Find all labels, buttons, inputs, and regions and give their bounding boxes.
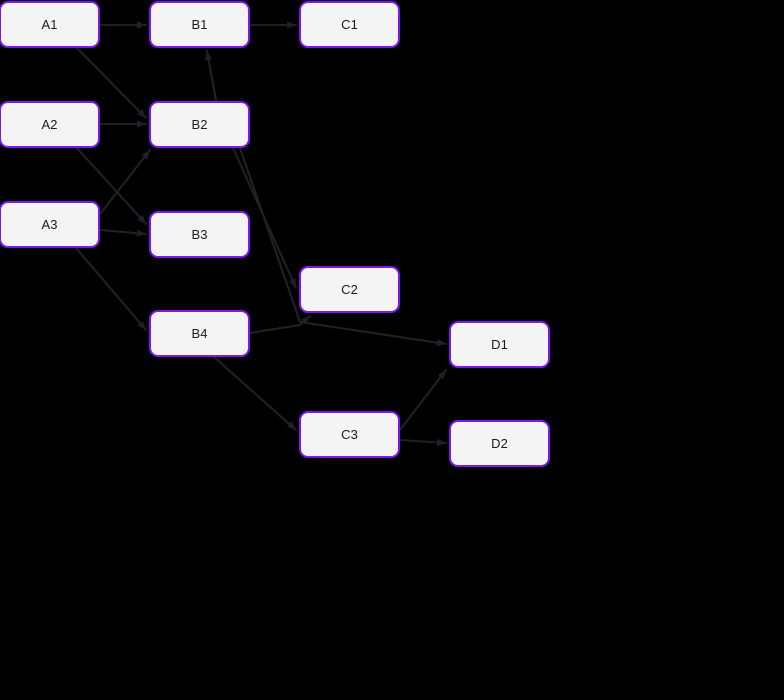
node-label-a3: A3 [41, 217, 58, 232]
node-b4[interactable]: B4 [149, 310, 250, 357]
node-b2[interactable]: B2 [149, 101, 250, 148]
edge-a3-to-b4 [74, 246, 148, 332]
arrowhead-c3-to-d1 [437, 370, 446, 380]
edge-a2-to-b3 [74, 145, 148, 226]
edge-b4-to-c3 [212, 355, 298, 432]
node-c3[interactable]: C3 [299, 411, 400, 458]
node-label-c1: C1 [341, 17, 358, 32]
node-a1[interactable]: A1 [0, 1, 100, 48]
node-label-c2: C2 [341, 282, 358, 297]
arrowhead-a1-to-b1 [137, 21, 146, 29]
node-d2[interactable]: D2 [449, 420, 550, 467]
node-label-b4: B4 [191, 326, 208, 341]
arrowhead-c3-to-d2 [436, 438, 446, 446]
node-label-c3: C3 [341, 427, 358, 442]
node-label-b1: B1 [191, 17, 208, 32]
node-label-b2: B2 [191, 117, 208, 132]
node-label-b3: B3 [191, 227, 208, 242]
arrowhead-a3-to-b3 [136, 229, 146, 237]
arrowhead-b2-to-d1 [436, 339, 446, 347]
arrowhead-b1-to-c1 [287, 21, 296, 29]
node-d1[interactable]: D1 [449, 321, 550, 368]
node-a2[interactable]: A2 [0, 101, 100, 148]
edge-b2-to-d1 [238, 146, 448, 346]
arrowhead-a2-to-b3 [137, 214, 146, 224]
edge-a3-to-b2 [98, 148, 152, 216]
arrowhead-a2-to-b2 [137, 120, 146, 128]
node-label-d2: D2 [491, 436, 508, 451]
arrowhead-b4-to-c3 [286, 421, 296, 430]
arrowhead-b2-to-b1 [205, 51, 213, 61]
edge-c3-to-d1 [398, 368, 448, 432]
node-c1[interactable]: C1 [299, 1, 400, 48]
node-label-a2: A2 [41, 117, 58, 132]
node-b1[interactable]: B1 [149, 1, 250, 48]
arrowhead-b2-to-c2 [289, 278, 296, 288]
node-label-a1: A1 [41, 17, 58, 32]
arrowhead-b4-to-c2 [300, 316, 310, 325]
edge-a1-to-b2 [74, 45, 148, 120]
arrowhead-a3-to-b4 [137, 320, 146, 330]
node-a3[interactable]: A3 [0, 201, 100, 248]
arrowhead-a1-to-b2 [137, 109, 146, 118]
edge-b4-to-c2 [248, 314, 312, 335]
node-c2[interactable]: C2 [299, 266, 400, 313]
node-b3[interactable]: B3 [149, 211, 250, 258]
node-label-d1: D1 [491, 337, 508, 352]
arrowhead-a3-to-b2 [141, 150, 150, 160]
